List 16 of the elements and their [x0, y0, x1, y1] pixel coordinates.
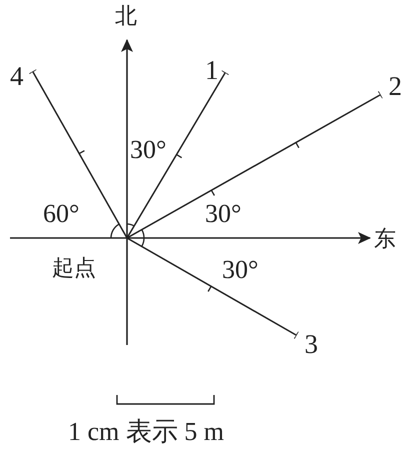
direction-label: 东: [374, 225, 396, 253]
angle-label: 30°: [205, 200, 242, 228]
angle-label: 30°: [130, 136, 166, 164]
angle-label: 30°: [222, 256, 258, 284]
point-label: 4: [10, 62, 33, 90]
point-label: 3: [296, 330, 318, 360]
line-segment: [126, 237, 299, 340]
scale-label: 1 cm 表示 5 m: [68, 418, 224, 446]
direction-label: 北: [115, 2, 137, 30]
point-label: 1: [205, 56, 225, 84]
line-segment: [126, 70, 230, 238]
point-label: 起点: [52, 238, 127, 284]
angle-label: 60°: [43, 200, 80, 228]
point-label: 2: [380, 72, 402, 100]
line-segment: [126, 90, 383, 239]
line-segment: [28, 69, 128, 238]
